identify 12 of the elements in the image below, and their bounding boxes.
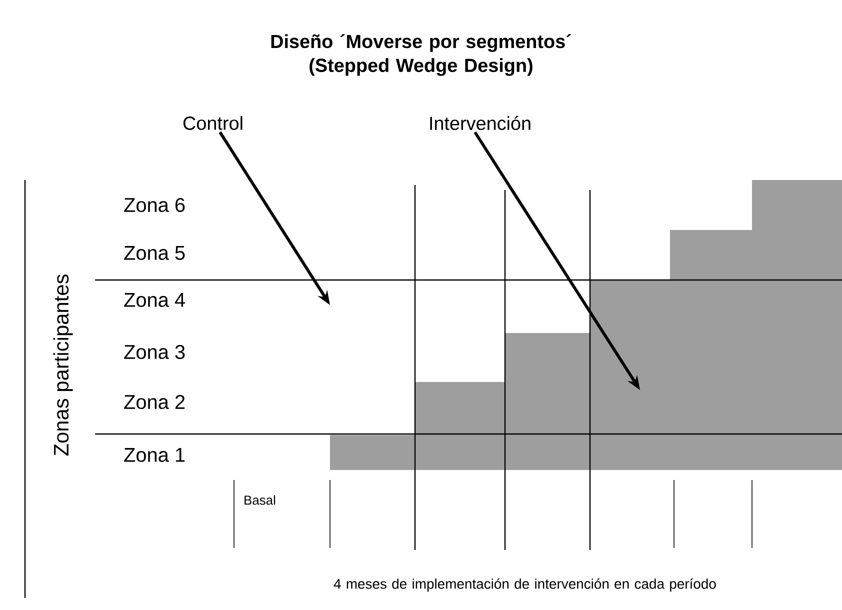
- column-label: Basal: [244, 495, 276, 505]
- row-label: Zona 5: [124, 246, 185, 260]
- axis-title: Zonas participantes: [53, 274, 73, 456]
- arrow-label: Control: [183, 116, 242, 130]
- title: Diseño ´Moverse por segmentos´ (Stepped Wedge Design): [271, 34, 572, 76]
- row-label: Zona 3: [124, 344, 185, 360]
- footnote: 4 meses de implementación de intervención en cada período: [334, 578, 716, 592]
- row-label: Zona 1: [124, 448, 185, 462]
- row-label: Zona 2: [124, 394, 185, 410]
- row-label: Zona 4: [124, 293, 185, 307]
- arrow-label: Intervención: [430, 116, 530, 130]
- row-label: Zona 6: [124, 198, 185, 212]
